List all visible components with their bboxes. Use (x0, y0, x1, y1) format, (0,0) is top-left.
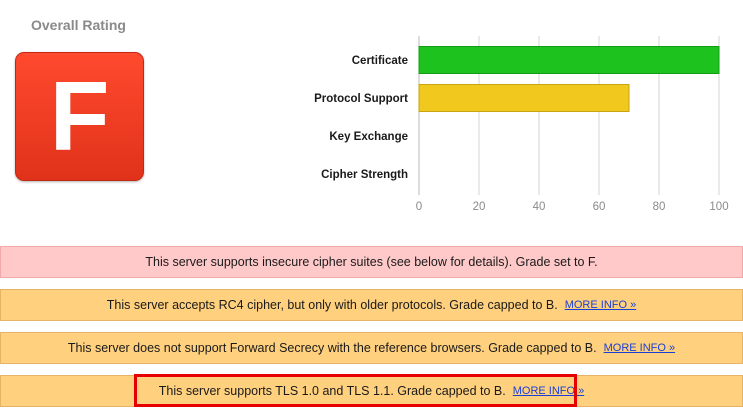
bar-category-label: Certificate (352, 55, 408, 67)
x-tick-label: 0 (416, 201, 422, 213)
x-tick-label: 80 (653, 201, 666, 213)
notice-text: This server supports TLS 1.0 and TLS 1.1… (158, 384, 506, 398)
bar-category-label: Key Exchange (329, 131, 408, 143)
notice-text: This server supports insecure cipher sui… (145, 255, 598, 269)
notice-text: This server does not support Forward Sec… (67, 341, 597, 355)
x-tick-label: 60 (593, 201, 606, 213)
bar-category-label: Cipher Strength (321, 169, 408, 181)
bar-protocol-support (418, 84, 630, 112)
bar-certificate (418, 46, 720, 74)
bar-category-label: Protocol Support (314, 93, 408, 105)
x-tick-label: 40 (533, 201, 546, 213)
x-tick-label: 100 (709, 201, 728, 213)
more-info-link[interactable]: MORE INFO » (603, 342, 676, 354)
notice-forward-secrecy: This server does not support Forward Sec… (0, 332, 743, 364)
notice-tls-versions: This server supports TLS 1.0 and TLS 1.1… (0, 375, 743, 407)
notice-text: This server accepts RC4 cipher, but only… (106, 298, 558, 312)
more-info-link[interactable]: MORE INFO » (512, 385, 585, 397)
overall-rating-title: Overall Rating (31, 17, 126, 33)
x-tick-label: 20 (473, 201, 486, 213)
more-info-link[interactable]: MORE INFO » (564, 299, 637, 311)
notice-insecure-ciphers: This server supports insecure cipher sui… (0, 246, 743, 278)
grade-badge: F (15, 52, 144, 181)
notice-rc4: This server accepts RC4 cipher, but only… (0, 289, 743, 321)
